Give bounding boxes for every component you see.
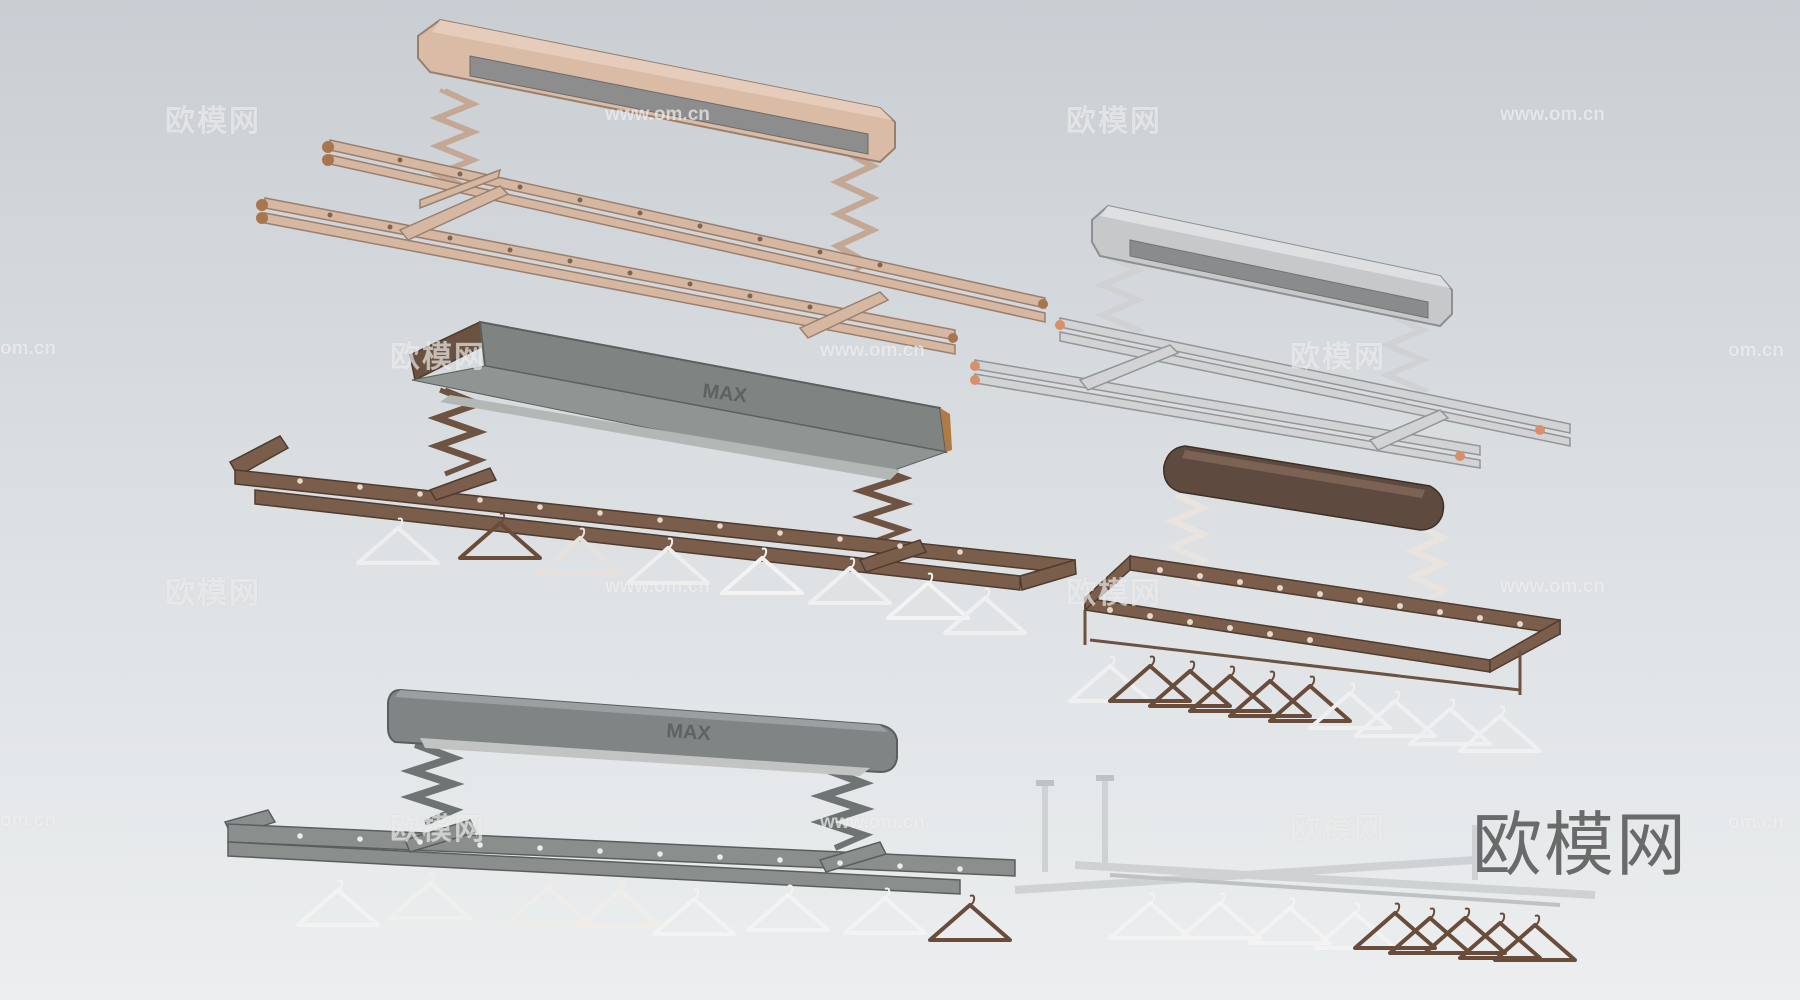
champagne-drying-rack — [256, 18, 1048, 355]
ceiling-unit — [417, 18, 896, 164]
brand-label-max: MAX — [666, 720, 713, 745]
rail-holes — [1107, 567, 1523, 643]
rail-holes — [297, 478, 963, 555]
ceiling-poles — [1042, 780, 1478, 880]
rail-frame — [228, 435, 1077, 591]
silver-drying-rack — [970, 204, 1571, 469]
rail-end-caps — [970, 320, 1545, 461]
horizontal-bars — [1014, 856, 1596, 907]
rails — [974, 317, 1571, 469]
rails — [264, 139, 1046, 355]
max-grey-drying-rack: MAX — [223, 688, 1016, 942]
max-brown-drying-rack: MAX — [228, 320, 1077, 635]
rail-holes — [327, 157, 883, 310]
scissor-arm-right — [851, 462, 914, 546]
ceiling-unit: MAX — [387, 688, 898, 776]
rail-holes — [297, 833, 963, 872]
site-logo: 欧模网 — [1472, 804, 1688, 886]
ceiling-unit: MAX — [409, 320, 952, 480]
cylinder-brown-drying-rack — [1068, 445, 1561, 753]
scissor-arm-left — [400, 742, 465, 826]
ceiling-cylinder — [1163, 445, 1445, 531]
fixed-pole-drying-rack — [1014, 775, 1596, 962]
brand-label-max: MAX — [701, 380, 748, 407]
hangers — [1108, 891, 1577, 962]
hangers — [1068, 654, 1542, 753]
scissor-arm-right — [1379, 313, 1431, 407]
scissor-arm-right — [810, 767, 875, 851]
ceiling-unit — [1091, 204, 1453, 328]
pole-caps — [1036, 775, 1114, 786]
rail-end-caps — [256, 141, 1048, 343]
hanging-bar — [1083, 610, 1522, 695]
scissor-arm-left — [1094, 253, 1146, 347]
rail-frame — [223, 809, 1016, 895]
rail-frame — [1084, 554, 1561, 674]
